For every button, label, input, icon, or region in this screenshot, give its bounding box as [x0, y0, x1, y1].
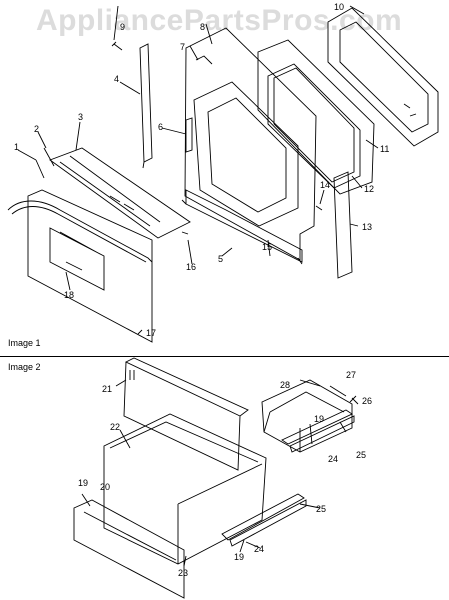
inner-door-7: [184, 27, 317, 261]
callout-18: 18: [64, 290, 74, 300]
callout-15: 15: [262, 242, 272, 252]
panel-label-image-2: Image 2: [8, 362, 41, 372]
drawer-front-20: [73, 499, 185, 599]
panel-label-image-1: Image 1: [8, 338, 41, 348]
screw-27: [349, 395, 359, 405]
callout-labels: 1 2 3 4 5 6 7 8 9 10 11 12 13 14 15 16 1…: [14, 2, 389, 578]
callout-25a: 25: [316, 504, 326, 514]
screw-16: [181, 231, 189, 235]
callout-3: 3: [78, 112, 83, 122]
door-glass-11: [257, 39, 375, 195]
callout-10: 10: [334, 2, 344, 12]
callout-2: 2: [34, 124, 39, 134]
door-frame-10: [327, 7, 439, 147]
callout-27: 27: [346, 370, 356, 380]
callout-6: 6: [158, 122, 163, 132]
hinge-6: [185, 117, 193, 153]
callout-25b: 25: [356, 450, 366, 460]
callout-26: 26: [362, 396, 372, 406]
door-glass-12: [267, 63, 361, 189]
callout-9: 9: [120, 22, 125, 32]
screw-1: [35, 159, 45, 179]
top-trim-3: [49, 147, 191, 239]
screw-9: [111, 41, 123, 51]
screw-2: [43, 147, 55, 167]
callout-7: 7: [180, 42, 185, 52]
callout-22: 22: [110, 422, 120, 432]
callout-11: 11: [380, 144, 389, 154]
callout-24b: 24: [328, 454, 338, 464]
callout-24a: 24: [254, 544, 264, 554]
callout-14: 14: [320, 180, 330, 190]
outer-door-17: [27, 189, 153, 343]
drawer-body-22: [103, 413, 267, 565]
callout-23: 23: [178, 568, 188, 578]
side-trim-4: [139, 43, 153, 169]
callout-19c: 19: [314, 414, 324, 424]
panel-divider: [0, 356, 449, 357]
door-window-18: [49, 227, 105, 291]
callout-20: 20: [100, 482, 110, 492]
drawer-slide-24: [221, 493, 305, 541]
side-panel-13: [333, 171, 353, 279]
callout-19a: 19: [78, 478, 88, 488]
callout-19b: 19: [234, 552, 244, 562]
back-panel-21: [123, 357, 249, 471]
callout-16: 16: [186, 262, 196, 272]
callout-28: 28: [280, 380, 290, 390]
callout-5: 5: [218, 254, 223, 264]
callout-12: 12: [364, 184, 374, 194]
callout-4: 4: [114, 74, 119, 84]
callout-1: 1: [14, 142, 19, 152]
door-handle: [7, 200, 153, 263]
drawer-slide-right: [281, 409, 353, 445]
callout-13: 13: [362, 222, 372, 232]
callout-21: 21: [102, 384, 112, 394]
screw-14: [315, 205, 323, 211]
callout-8: 8: [200, 22, 205, 32]
callout-17: 17: [146, 328, 156, 338]
bottom-channel-15: [185, 189, 303, 263]
